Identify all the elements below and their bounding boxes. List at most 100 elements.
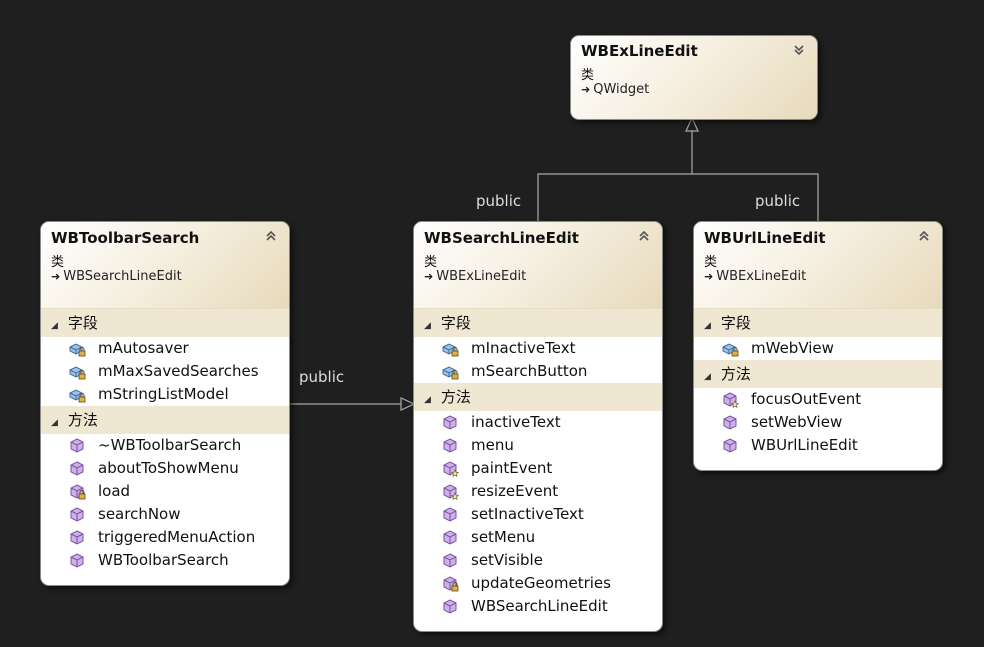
class-title: WBSearchLineEdit	[424, 229, 579, 247]
member-item[interactable]: mSearchButton	[414, 360, 662, 383]
method-icon	[69, 553, 86, 569]
class-title: WBToolbarSearch	[51, 229, 200, 247]
collapse-chevron-icon[interactable]	[918, 230, 930, 242]
member-item[interactable]: mWebView	[694, 337, 942, 360]
member-item[interactable]: WBUrlLineEdit	[694, 434, 942, 457]
member-item[interactable]: mAutosaver	[41, 337, 289, 360]
member-item[interactable]: setInactiveText	[414, 503, 662, 526]
member-item[interactable]: menu	[414, 434, 662, 457]
member-name: mMaxSavedSearches	[98, 362, 259, 380]
section-title: 方法	[440, 388, 471, 406]
section-title: 字段	[720, 314, 751, 332]
collapse-triangle-icon[interactable]: ◢	[51, 321, 58, 331]
member-name: mInactiveText	[471, 339, 576, 357]
member-item[interactable]: WBSearchLineEdit	[414, 595, 662, 618]
section-title: 方法	[720, 365, 751, 383]
class-box-wbexlineedit[interactable]: WBExLineEdit 类 ➜QWidget	[570, 35, 818, 120]
member-item[interactable]: WBToolbarSearch	[41, 549, 289, 572]
class-kind: 类	[704, 255, 718, 270]
method-protected-icon	[442, 461, 460, 478]
class-header: WBExLineEdit 类 ➜QWidget	[571, 36, 817, 119]
collapse-triangle-icon[interactable]: ◢	[704, 321, 711, 331]
member-name: setWebView	[751, 413, 843, 431]
member-name: load	[98, 482, 131, 500]
member-item[interactable]: load	[41, 480, 289, 503]
section-header-fields[interactable]: ◢ 字段	[41, 309, 289, 337]
member-item[interactable]: updateGeometries	[414, 572, 662, 595]
section-header-fields[interactable]: ◢字段	[414, 309, 662, 337]
method-protected-icon	[442, 484, 460, 501]
method-icon	[442, 553, 459, 569]
member-item[interactable]: setMenu	[414, 526, 662, 549]
method-icon	[69, 530, 86, 546]
method-icon	[722, 438, 739, 454]
field-private-icon	[722, 341, 739, 357]
class-kind: 类	[51, 255, 65, 270]
member-name: triggeredMenuAction	[98, 528, 256, 546]
base-arrow-icon: ➜	[51, 270, 61, 283]
section-header-methods[interactable]: ◢ 方法	[41, 406, 289, 434]
class-base-name: WBExLineEdit	[716, 269, 807, 284]
section-title: 字段	[67, 314, 98, 332]
member-item[interactable]: inactiveText	[414, 411, 662, 434]
member-name: WBToolbarSearch	[98, 551, 229, 569]
inheritance-line-searchlineedit	[537, 173, 819, 221]
class-base-name: QWidget	[593, 82, 650, 97]
member-name: ~WBToolbarSearch	[98, 436, 242, 454]
section-header-methods[interactable]: ◢ 方法	[414, 383, 662, 411]
edge-label-public: public	[299, 368, 345, 386]
member-item[interactable]: aboutToShowMenu	[41, 457, 289, 480]
collapse-triangle-icon[interactable]: ◢	[51, 418, 58, 428]
method-private-icon	[69, 484, 86, 500]
collapse-chevron-icon[interactable]	[265, 230, 277, 242]
section-title: 方法	[67, 411, 98, 429]
member-name: mAutosaver	[98, 339, 189, 357]
member-name: setVisible	[471, 551, 543, 569]
member-item[interactable]: triggeredMenuAction	[41, 526, 289, 549]
member-name: setInactiveText	[471, 505, 584, 523]
member-name: updateGeometries	[471, 574, 611, 592]
method-icon	[442, 507, 459, 523]
class-base: ➜QWidget	[581, 82, 649, 97]
class-kind: 类	[424, 255, 438, 270]
collapse-triangle-icon[interactable]: ◢	[424, 395, 431, 405]
member-item[interactable]: mStringListModel	[41, 383, 289, 406]
section-header-fields[interactable]: ◢ 字段	[694, 309, 942, 337]
collapse-triangle-icon[interactable]: ◢	[704, 372, 711, 382]
member-item[interactable]: setWebView	[694, 411, 942, 434]
member-name: mStringListModel	[98, 385, 229, 403]
class-base: ➜WBSearchLineEdit	[51, 269, 182, 284]
member-name: resizeEvent	[471, 482, 559, 500]
inheritance-arrowhead-searchlineedit	[400, 397, 416, 411]
class-kind: 类	[581, 68, 595, 83]
method-icon	[69, 507, 86, 523]
base-arrow-icon: ➜	[704, 270, 714, 283]
member-item[interactable]: focusOutEvent	[694, 388, 942, 411]
member-item[interactable]: ~WBToolbarSearch	[41, 434, 289, 457]
field-private-icon	[69, 364, 86, 380]
method-icon	[442, 438, 459, 454]
class-header: WBToolbarSearch 类➜WBSearchLineEdit	[41, 222, 289, 309]
edge-label-public: public	[755, 192, 801, 210]
member-item[interactable]: paintEvent	[414, 457, 662, 480]
method-icon	[442, 599, 459, 615]
member-item[interactable]: searchNow	[41, 503, 289, 526]
method-private-icon	[442, 576, 459, 592]
member-item[interactable]: resizeEvent	[414, 480, 662, 503]
collapse-chevron-icon[interactable]	[638, 230, 650, 242]
method-icon	[69, 461, 86, 477]
section-header-methods[interactable]: ◢ 方法	[694, 360, 942, 388]
member-item[interactable]: mInactiveText	[414, 337, 662, 360]
field-private-icon	[69, 341, 86, 357]
member-item[interactable]: mMaxSavedSearches	[41, 360, 289, 383]
class-box-wburllineedit[interactable]: WBUrlLineEdit 类➜WBExLineEdit ◢ 字段 mWebView ◢ 方…	[693, 221, 943, 471]
collapse-triangle-icon[interactable]: ◢	[424, 321, 431, 331]
member-name: aboutToShowMenu	[98, 459, 239, 477]
member-item[interactable]: setVisible	[414, 549, 662, 572]
expand-chevron-icon[interactable]	[793, 44, 805, 56]
